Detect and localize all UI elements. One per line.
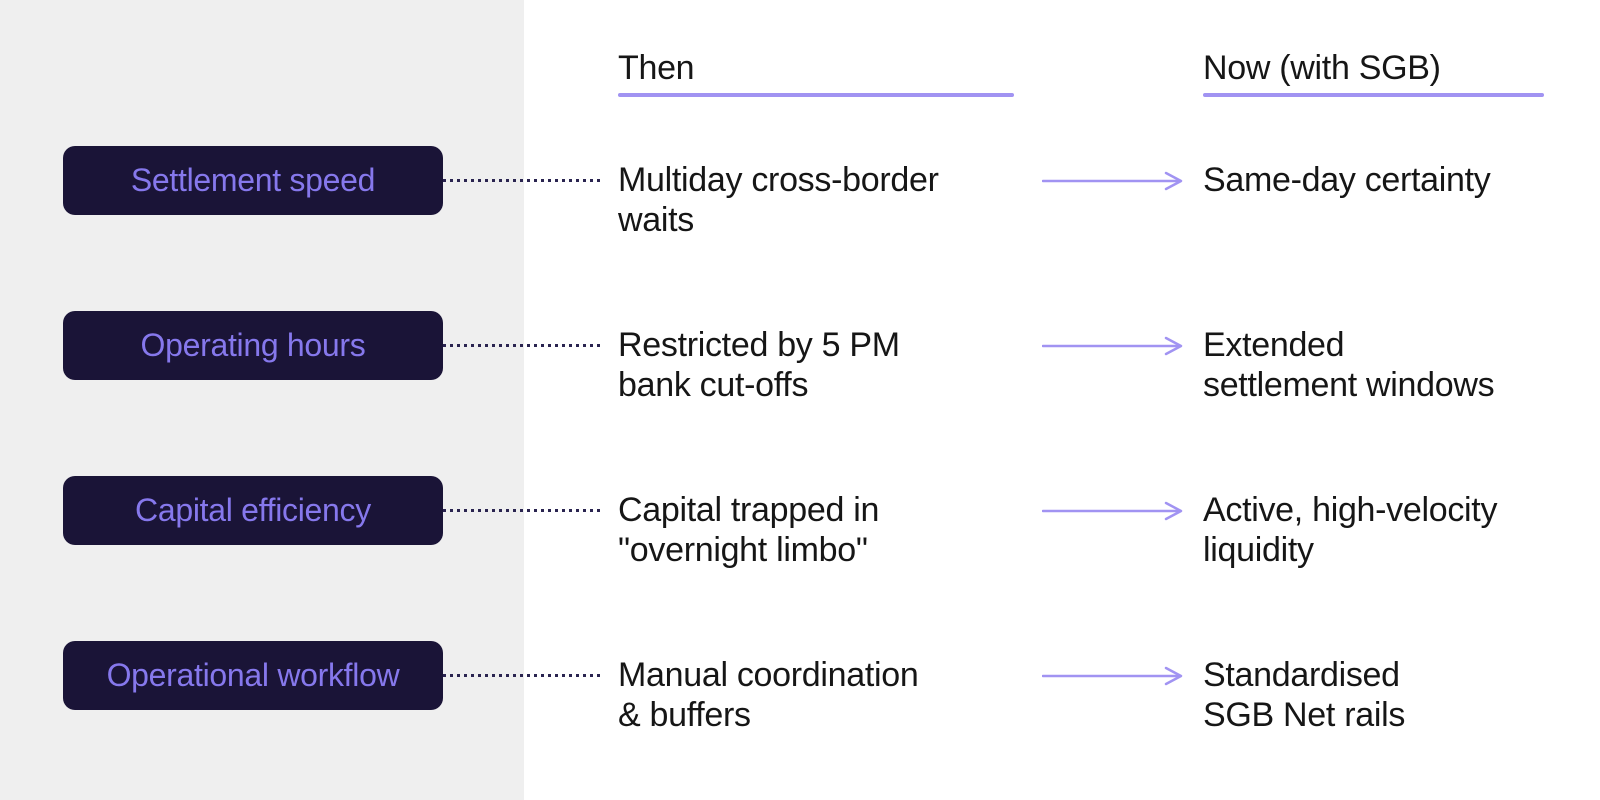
badge-operational-workflow: Operational workflow — [63, 641, 443, 710]
badge-label: Operational workflow — [106, 657, 400, 693]
now-text-settlement-speed: Same-day certainty — [1203, 161, 1491, 199]
now-text-operational-workflow: Standardised SGB Net rails — [1203, 656, 1406, 734]
badge-label: Settlement speed — [130, 162, 376, 198]
dotted-connector-icon — [443, 344, 603, 347]
now-text-operating-hours: Extended settlement windows — [1203, 326, 1495, 404]
badge-capital-efficiency: Capital efficiency — [63, 476, 443, 545]
badge-label: Operating hours — [140, 327, 366, 363]
then-text-capital-efficiency: Capital trapped in "overnight limbo" — [618, 491, 880, 569]
badge-settlement-speed: Settlement speed — [63, 146, 443, 215]
right-arrow-icon — [1042, 501, 1183, 521]
badge-operating-hours: Operating hours — [63, 311, 443, 380]
right-arrow-icon — [1042, 336, 1183, 356]
then-header-underline — [618, 93, 1014, 97]
right-arrow-icon — [1042, 171, 1183, 191]
dotted-connector-icon — [443, 509, 603, 512]
column-header-then: Then — [618, 49, 695, 87]
badge-label: Capital efficiency — [135, 492, 371, 528]
dotted-connector-icon — [443, 674, 603, 677]
then-text-operating-hours: Restricted by 5 PM bank cut-offs — [618, 326, 900, 404]
right-arrow-icon — [1042, 666, 1183, 686]
column-header-now: Now (with SGB) — [1203, 49, 1441, 87]
then-text-operational-workflow: Manual coordination & buffers — [618, 656, 919, 734]
then-text-settlement-speed: Multiday cross-border waits — [618, 161, 939, 239]
now-header-underline — [1203, 93, 1544, 97]
now-text-capital-efficiency: Active, high-velocity liquidity — [1203, 491, 1498, 569]
dotted-connector-icon — [443, 179, 603, 182]
